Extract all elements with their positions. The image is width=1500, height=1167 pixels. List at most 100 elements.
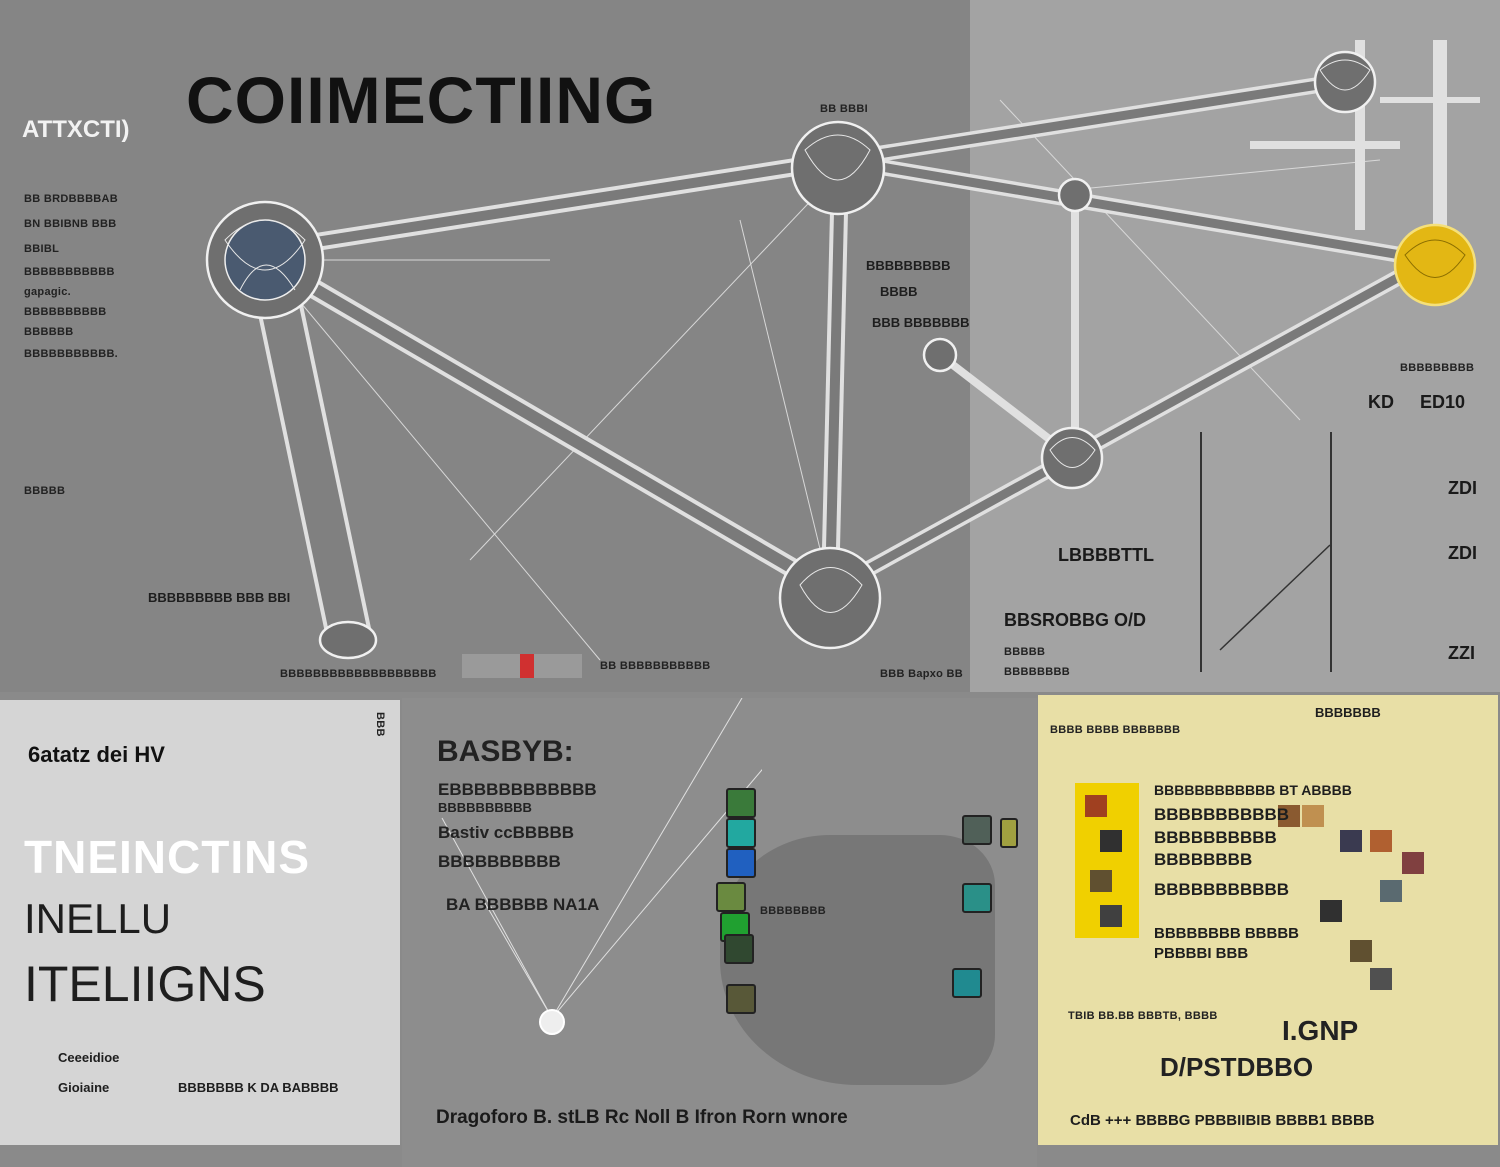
circle-label: BBBBBBBB — [760, 905, 826, 917]
left-bottom-side-mark: BBB — [374, 712, 386, 737]
mosaic-tile — [1100, 905, 1122, 927]
right-bottom-line: BBBBBBBBBBB — [1154, 805, 1290, 824]
left-note: gapagic. — [24, 286, 72, 298]
mid-bottom-line: BBBBBBBBBB — [438, 852, 561, 871]
left-note: BBBBBBBBBBB — [24, 266, 115, 278]
tr-diagonal — [1219, 544, 1331, 651]
tr-label-3: ED10 — [1420, 392, 1466, 412]
chip — [1000, 818, 1018, 848]
node-small — [922, 337, 958, 373]
tr-axis-1 — [1200, 432, 1202, 672]
left-note: BBBBBBBBBBB. — [24, 348, 119, 360]
left-note: BBBBBBBBBB — [24, 306, 107, 318]
tr-row-value: ZDI — [1448, 478, 1477, 498]
left-bottom-foot-3: BBBBBBB K DA BABBBB — [178, 1080, 339, 1095]
right-bottom-line: BBBBBBBB — [1154, 850, 1253, 869]
circle-window — [720, 835, 995, 1085]
color-bar — [462, 654, 582, 678]
mid-bottom-title: BASBYB: — [437, 735, 574, 768]
tr-sub-title: BBSROBBG O/D — [1004, 610, 1147, 630]
tr-row-label: LBBBBTTL — [1058, 545, 1154, 565]
right-bottom-head: BBBBBBB — [1315, 705, 1381, 720]
chip — [962, 815, 992, 845]
frame-tubes — [247, 40, 1480, 645]
node-right-mid — [1040, 426, 1104, 490]
chip — [726, 818, 756, 848]
node-mesh — [224, 59, 1466, 613]
chip — [726, 788, 756, 818]
bottom-left-label: BBBBBBBBB BBB BBI — [148, 590, 291, 605]
right-bottom-big-1: I.GNP — [1282, 1015, 1359, 1046]
mosaic-tile — [1278, 805, 1300, 827]
tr-row-value: ZDI — [1448, 543, 1477, 563]
mosaic-tile — [1370, 968, 1392, 990]
mosaic-tile — [1320, 900, 1342, 922]
mid-label-2: BBBB — [880, 284, 918, 299]
color-bar-red — [520, 654, 534, 678]
mosaic-tile — [1340, 830, 1362, 852]
mid-label-3: BBB BBBBBBB — [872, 315, 970, 330]
mid-bottom-line: EBBBBBBBBBBBB — [438, 780, 597, 799]
mosaic-tile — [1100, 830, 1122, 852]
tr-label-2: KD — [1368, 392, 1394, 412]
node-label-top: BB BBBI — [820, 103, 868, 115]
node-top-right — [1313, 50, 1377, 114]
bottom-caption: BBBBBBBBBBBBBBBBBBB — [280, 668, 437, 680]
chip — [726, 984, 756, 1014]
node-small-2 — [1057, 177, 1093, 213]
node-bottom — [778, 546, 882, 650]
right-bottom-sub: BBBB BBBB BBBBBBB — [1050, 724, 1181, 736]
left-bottom-title-1: TNEINCTINS — [24, 831, 310, 883]
left-bottom-foot-2: Gioiaine — [58, 1080, 110, 1095]
left-bottom-panel — [0, 700, 400, 1145]
tr-row-value: ZZI — [1448, 643, 1475, 663]
bottom-caption-right: BBB Bapxo BB — [880, 668, 964, 680]
right-bottom-line: BBBBBBBBBBBB BT ABBBB — [1154, 782, 1352, 798]
frame-illustration — [205, 40, 1480, 661]
tr-sub-small-1: BBBBB — [1004, 646, 1046, 658]
chip — [724, 934, 754, 964]
brand-label: ATTXCTI) — [22, 116, 130, 143]
bottom-caption-mid: BB BBBBBBBBBBB — [600, 660, 711, 672]
mosaic-tile — [1302, 805, 1324, 827]
left-bottom-head: 6atatz dei HV — [28, 742, 165, 767]
left-note: BN BBIBNB BBB — [24, 218, 117, 230]
left-note: BBBBBB — [24, 326, 74, 338]
left-bottom-foot-1: Ceeeidioe — [58, 1050, 120, 1065]
node-top — [790, 120, 886, 216]
left-note: BB BRDBBBBAB — [24, 193, 119, 205]
left-bottom-title-3: ITELIIGNS — [24, 956, 266, 1012]
node-left-core — [224, 219, 306, 301]
left-bottom-title-2: INELLU — [24, 895, 172, 942]
right-bottom-big-2: D/PSTDBBO — [1160, 1052, 1314, 1082]
chip — [726, 848, 756, 878]
mosaic-tile — [1090, 870, 1112, 892]
chip — [962, 883, 992, 913]
right-bottom-bottom-row: CdB +++ BBBBG PBBBIIBIB BBBB1 BBBB — [1070, 1112, 1375, 1129]
main-title: COIIMECTIING — [186, 63, 657, 137]
mosaic-tile — [1402, 852, 1424, 874]
side-small-label: BBBBB — [24, 485, 66, 497]
chip — [952, 968, 982, 998]
mid-label-1: BBBBBBBBB — [866, 258, 951, 273]
mosaic-tile — [1085, 795, 1107, 817]
right-bottom-line: BBBBBBBBBB — [1154, 828, 1277, 847]
right-bottom-footline: TBIB BB.BB BBBTB, BBBB — [1068, 1010, 1218, 1022]
right-bottom-line: BBBBBBBB BBBBB — [1154, 925, 1299, 942]
tr-sub-small-2: BBBBBBBB — [1004, 666, 1070, 678]
chip — [716, 882, 746, 912]
mosaic-tile — [1380, 880, 1402, 902]
frame-nodes — [205, 50, 1477, 660]
mid-bottom-label: BA BBBBBB NA1A — [446, 895, 600, 914]
mid-bottom-line: Bastiv ccBBBBB — [438, 823, 575, 842]
tr-axis-2 — [1330, 432, 1332, 672]
mosaic-tile — [1350, 940, 1372, 962]
mid-bottom-footer: Dragoforo B. stLB Rc Noll B Ifron Rorn w… — [436, 1107, 848, 1128]
tr-label-1: BBBBBBBBB — [1400, 362, 1475, 374]
mosaic-tile — [1370, 830, 1392, 852]
node-yellow — [1393, 223, 1477, 307]
mid-bottom-line: BBBBBBBBBB — [438, 800, 532, 815]
right-bottom-line: PBBBBI BBB — [1154, 945, 1249, 962]
tube-end — [318, 620, 378, 660]
top-right-panel — [970, 0, 1500, 692]
